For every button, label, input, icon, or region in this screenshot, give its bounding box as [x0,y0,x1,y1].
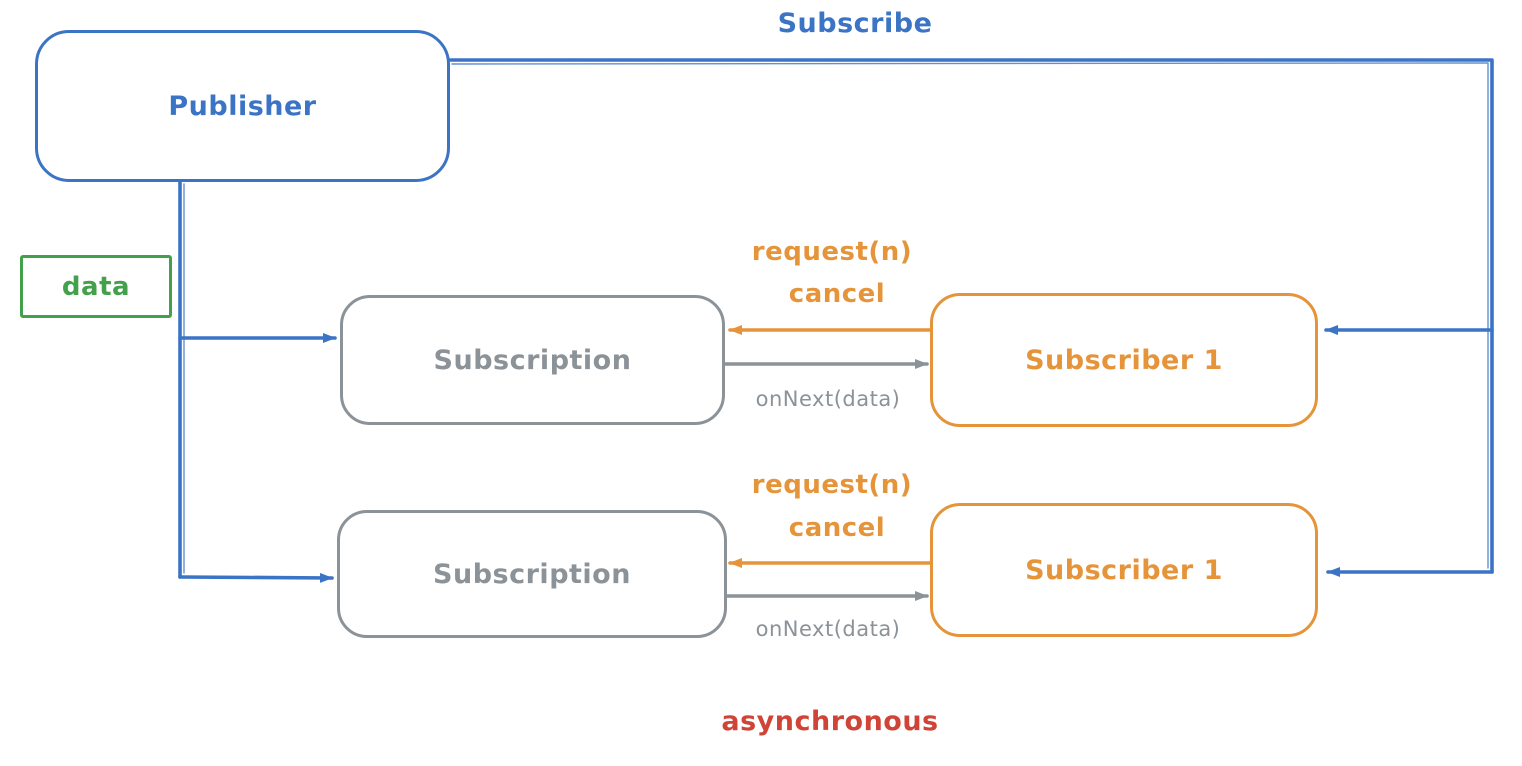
subscription-node-2: Subscription [337,510,727,638]
subscribe-line [448,58,1494,574]
subscribe-label: Subscribe [777,8,933,39]
subscriber-node-1: Subscriber 1 [930,293,1318,427]
data-label: data [61,271,131,302]
request-label-1: request(n) [751,237,913,267]
onnext-label-1: onNext(data) [755,387,901,411]
request-label-2: request(n) [751,470,913,500]
publisher-node: Publisher [35,30,450,182]
data-node: data [20,255,172,318]
subscription-node-1: Subscription [340,295,725,425]
onnext-label-2: onNext(data) [755,617,901,641]
subscription-1-label: Subscription [433,344,632,376]
cancel-label-1: cancel [788,279,886,309]
subscriber-1-label: Subscriber 1 [1025,344,1223,376]
subscriber-2-label: Subscriber 1 [1025,554,1223,586]
subscriber-node-2: Subscriber 1 [930,503,1318,637]
publisher-label: Publisher [168,90,317,122]
publisher-arrow-subscription-2 [178,572,334,583]
cancel-label-2: cancel [788,513,886,543]
subscribe-line-sketch [451,62,1489,569]
asynchronous-label: asynchronous [721,706,939,737]
subscription-2-label: Subscription [433,558,631,590]
